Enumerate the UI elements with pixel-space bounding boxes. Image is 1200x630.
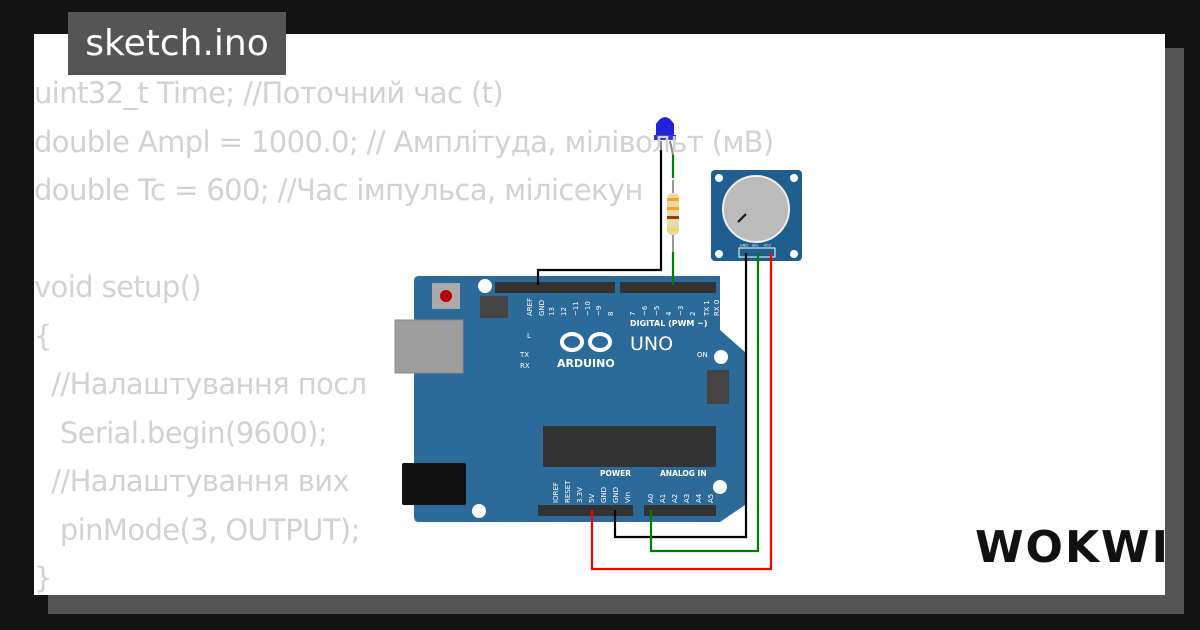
- pot-pin-gnd: GND: [740, 244, 748, 248]
- pin-label: AREF: [526, 298, 534, 316]
- wires: [536, 150, 773, 571]
- pin-label: 7: [629, 312, 637, 316]
- pin-label: ~10: [584, 301, 592, 316]
- code-line: void setup(): [34, 270, 202, 304]
- arduino-logo-icon: [560, 332, 612, 352]
- pin-label: GND: [538, 300, 546, 316]
- wire-pot-gnd: [613, 253, 748, 539]
- code-line: //Налаштування вих: [34, 464, 350, 498]
- digital-header-left: [495, 282, 615, 293]
- blue-led[interactable]: [654, 117, 676, 156]
- code-line: uint32_t Time; //Поточний час (t): [34, 76, 504, 110]
- analog-label: ANALOG IN: [660, 469, 707, 478]
- pin-label: ~5: [653, 306, 661, 316]
- power-jack: [402, 463, 466, 505]
- pin-label: TX 1: [703, 300, 711, 317]
- led-label-on: ON: [697, 351, 708, 359]
- pin-label: A0: [647, 494, 655, 503]
- pin-label: A1: [659, 494, 667, 503]
- code-line: Serial.begin(9600);: [34, 415, 328, 450]
- pin-label: 12: [560, 307, 568, 316]
- digital-header-right: [620, 282, 716, 293]
- pin-label: RESET: [564, 480, 572, 503]
- atmega-chip: [543, 426, 716, 467]
- wire-pot-vcc: [590, 253, 773, 571]
- power-header: [538, 505, 633, 516]
- led-label-rx: RX: [520, 362, 530, 370]
- arduino-uno-board[interactable]: DIGITAL (PWM ~) ARDUINO UNO POWER ANALOG…: [394, 276, 745, 522]
- code-line: //Налаштування посл: [34, 367, 367, 401]
- pin-label: IOREF: [552, 482, 560, 503]
- pin-label: A3: [683, 494, 691, 503]
- wokwi-logo: WOKWI: [975, 522, 1170, 573]
- pin-label: GND: [612, 487, 620, 503]
- arduino-brand: ARDUINO: [557, 357, 615, 370]
- uno-label: UNO: [630, 333, 673, 355]
- pin-label: ~3: [677, 306, 685, 316]
- wire-led-gnd: [536, 150, 663, 285]
- pin-label: A2: [671, 494, 679, 503]
- analog-header: [644, 505, 716, 516]
- pot-pin-sig: SIG: [752, 244, 758, 248]
- pin-label: 8: [607, 312, 615, 316]
- code-line: double Ampl = 1000.0; // Амплітуда, мілі…: [34, 124, 774, 159]
- pin-label: Vin: [624, 492, 632, 503]
- code-line: [34, 215, 774, 264]
- code-line: pinMode(3, OUTPUT);: [34, 512, 361, 547]
- pin-label: 5V: [588, 494, 596, 503]
- pot-knob[interactable]: [722, 175, 790, 243]
- usb-port: [394, 319, 464, 374]
- code-listing: uint32_t Time; //Поточний час (t) double…: [34, 69, 774, 603]
- code-line: double Tc = 600; //Час імпульса, мілісек…: [34, 173, 643, 207]
- pin-label: ~11: [572, 301, 580, 316]
- code-line: }: [34, 561, 52, 595]
- pin-label: 4: [665, 311, 673, 316]
- file-title: sketch.ino: [68, 12, 286, 75]
- pin-label: ~6: [641, 305, 649, 316]
- pin-label: 2: [689, 312, 697, 316]
- potentiometer[interactable]: GND SIG VCC: [711, 170, 802, 261]
- pin-label: RX 0: [713, 300, 721, 316]
- pin-label: 13: [548, 307, 556, 316]
- pin-label: GND: [600, 487, 608, 503]
- pot-pin-vcc: VCC: [764, 244, 772, 248]
- code-line: {: [34, 318, 52, 353]
- pin-label: ~9: [595, 306, 603, 316]
- digital-label: DIGITAL (PWM ~): [630, 319, 708, 328]
- led-label-tx: TX: [519, 351, 529, 359]
- pin-label: A5: [707, 494, 715, 503]
- pin-label: A4: [695, 493, 703, 503]
- pin-label: 3.3V: [576, 487, 584, 503]
- power-label: POWER: [600, 469, 631, 478]
- wire-pot-sig: [649, 253, 760, 553]
- resistor[interactable]: [667, 180, 679, 255]
- led-label-l: L: [527, 332, 531, 340]
